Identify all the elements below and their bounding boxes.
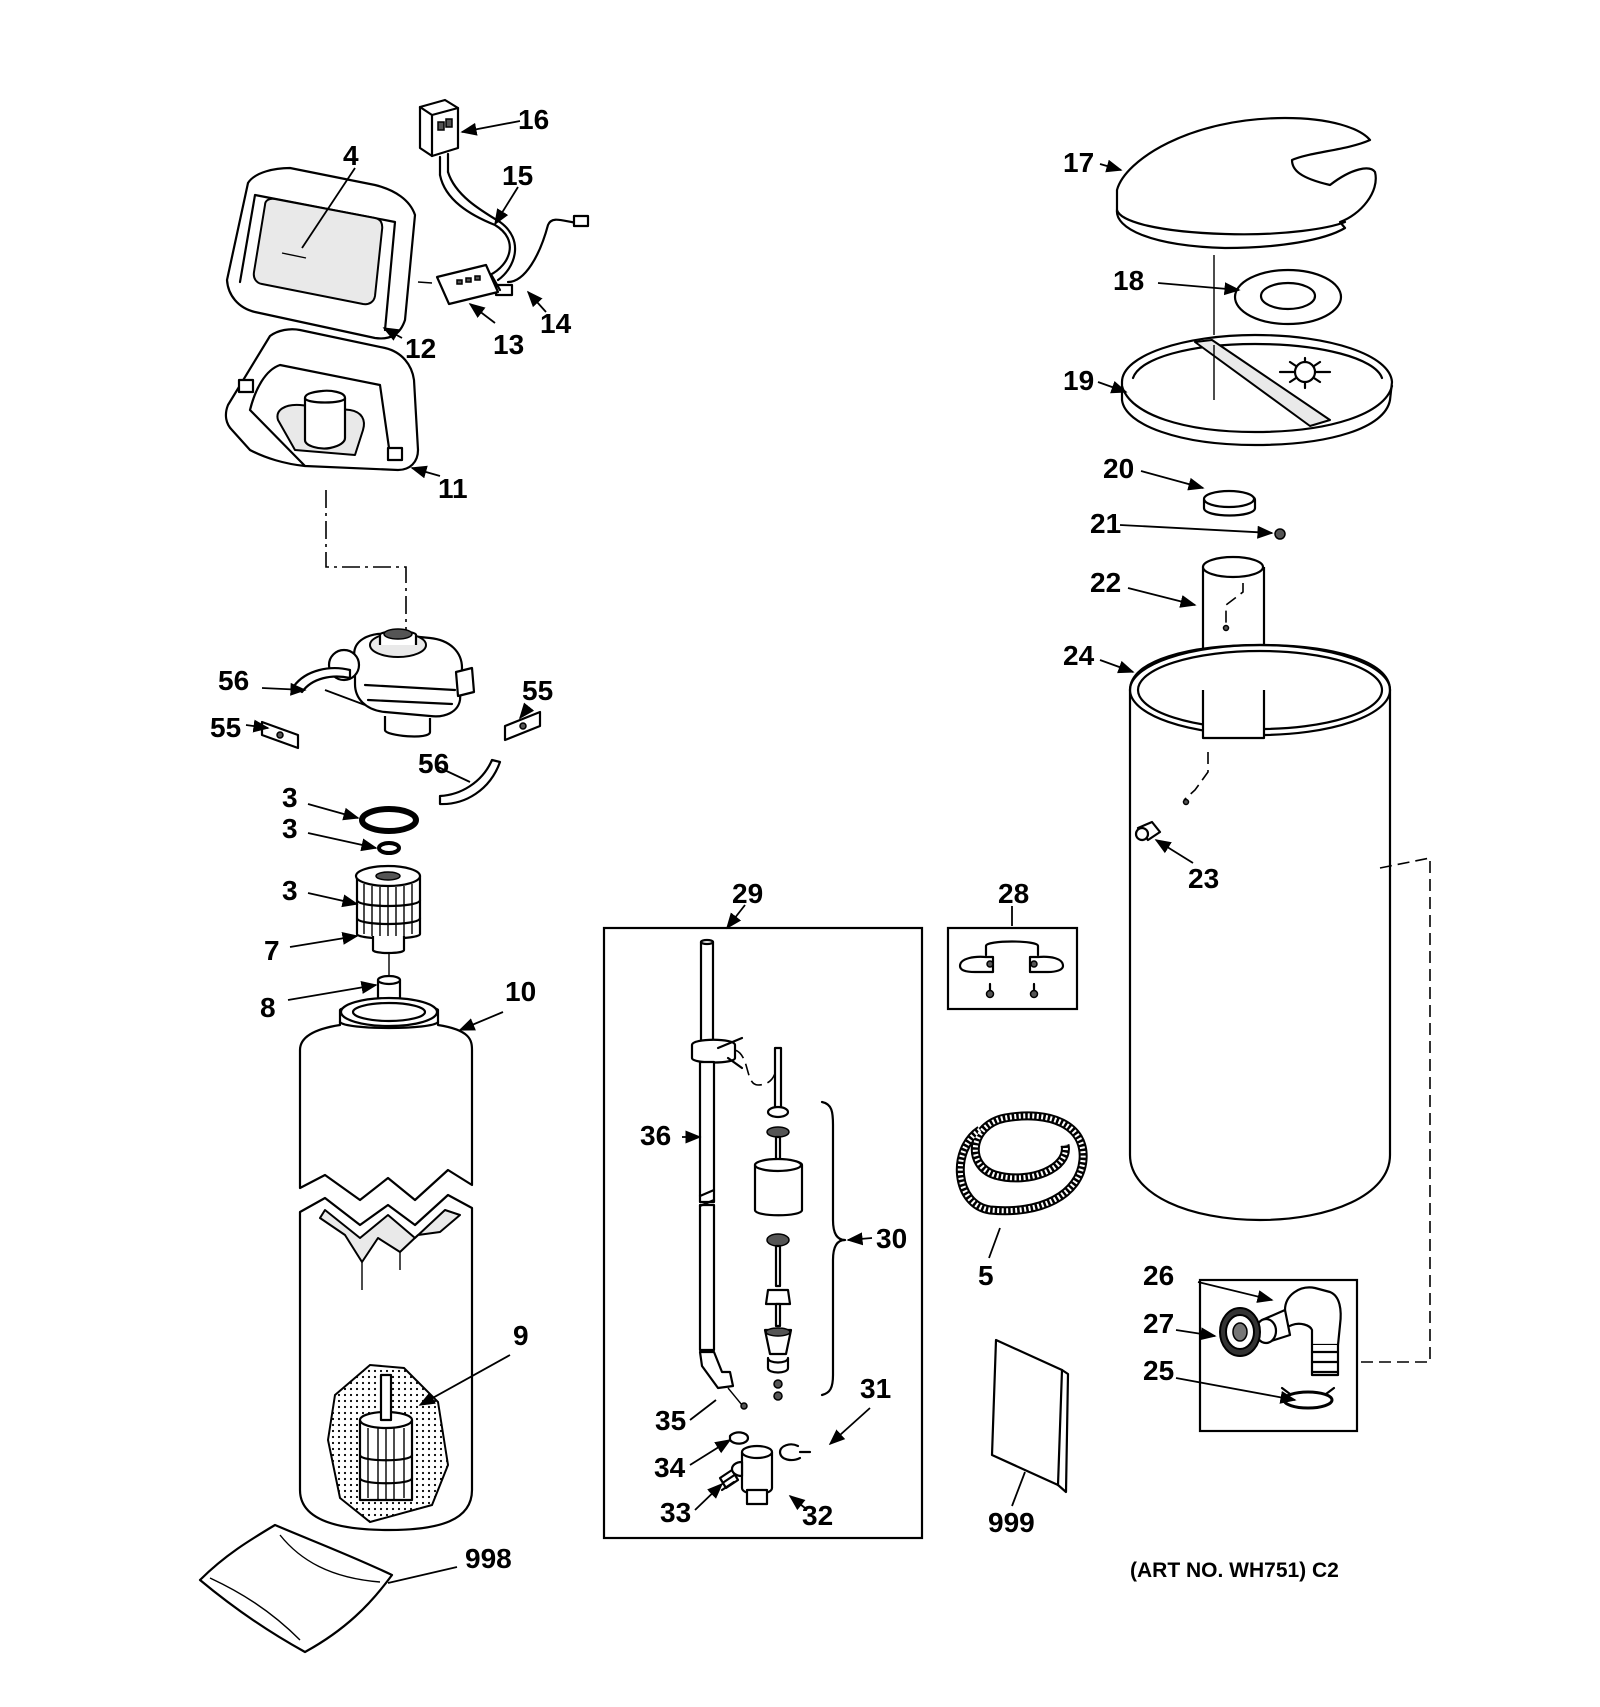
callout-10: 10 [505,976,536,1007]
callout-20: 20 [1103,453,1134,484]
callout-35: 35 [655,1405,686,1436]
callout-55: 55 [210,712,241,743]
callout-999: 999 [988,1507,1035,1538]
brine-tank-part [1128,643,1392,1222]
bracket-kit-box [946,926,1079,1011]
callout-29: 29 [732,878,763,909]
control-valve-body-part [327,628,476,738]
callout-9: 9 [513,1320,529,1351]
overflow-elbow-kit-box [1198,1278,1359,1433]
callout-55: 55 [522,675,553,706]
callout-16: 16 [518,104,549,135]
callout-998: 998 [465,1543,512,1574]
callout-34: 34 [654,1452,686,1483]
callout-36: 36 [640,1120,671,1151]
control-housing-part [224,328,420,472]
callout-14: 14 [540,308,572,339]
o-ring-part [359,806,419,855]
brine-tank-lid-part [1115,116,1377,250]
callout-25: 25 [1143,1355,1174,1386]
brine-well-cap-part [1202,489,1257,517]
callout-11: 11 [438,473,468,504]
control-faceplate-part [225,166,417,340]
brine-valve-assembly [690,938,847,1506]
callout-32: 32 [802,1500,833,1531]
owners-manual-part [990,1338,1070,1494]
leader-lines [245,120,1297,1584]
callout-3: 3 [282,875,298,906]
hose-clamp-part [1280,1386,1336,1410]
callout-22: 22 [1090,567,1121,598]
retaining-clip-part [292,667,502,806]
bottom-distributor-part [326,1363,450,1524]
callout-26: 26 [1143,1260,1174,1291]
brine-tubing-part [955,1111,1088,1216]
callout-4: 4 [343,140,359,171]
transformer-plug-part [418,98,460,177]
callout-8: 8 [260,992,276,1023]
callout-7: 7 [264,935,280,966]
callout-21: 21 [1090,508,1121,539]
callout-56: 56 [418,748,449,779]
circuit-board-part [435,263,500,306]
callout-3: 3 [282,813,298,844]
callout-23: 23 [1188,863,1219,894]
distributor-basket-part [354,864,422,955]
callout-18: 18 [1113,265,1144,296]
callout-19: 19 [1063,365,1094,396]
elbow-grommet-part [1219,1307,1261,1357]
callout-28: 28 [998,878,1029,909]
callout-3: 3 [282,782,298,813]
resin-bag-part [198,1523,394,1654]
callout-5: 5 [978,1260,994,1291]
callout-31: 31 [860,1373,891,1404]
callout-30: 30 [876,1223,907,1254]
callout-labels: 16 4 15 14 12 13 11 56 55 55 56 3 3 3 7 … [210,104,1339,1582]
callout-24: 24 [1063,640,1095,671]
salt-platform-part [1120,333,1394,447]
callout-27: 27 [1143,1308,1174,1339]
callout-17: 17 [1063,147,1094,178]
tank-bracket-part [958,940,1065,999]
overflow-elbow-part [1254,1286,1342,1377]
callout-33: 33 [660,1497,691,1528]
brine-valve-assembly-box [602,926,924,1540]
callout-13: 13 [493,329,524,360]
art-number: (ART NO. WH751) C2 [1130,1559,1339,1582]
salt-grid-gasket-part [1233,268,1343,326]
callout-15: 15 [502,160,533,191]
small-plug-part [1274,528,1286,540]
callout-56: 56 [218,665,249,696]
callout-12: 12 [405,333,436,364]
